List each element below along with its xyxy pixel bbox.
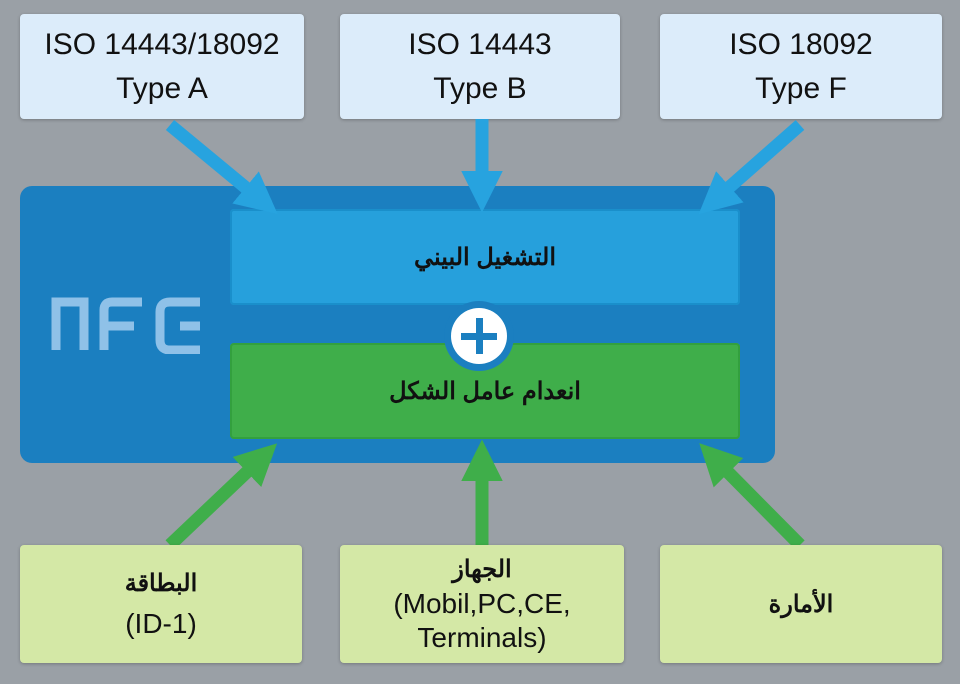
nfc-logo	[51, 297, 200, 354]
card-format: (ID-1)	[125, 607, 197, 639]
standard-type-b-line1: ISO 14443	[408, 27, 552, 61]
standard-type-a-line1: ISO 14443/18092	[44, 27, 280, 61]
arrow-card	[165, 443, 278, 550]
standard-box-type-b: ISO 14443 Type B	[340, 14, 620, 119]
token-label: الأمارة	[768, 590, 834, 618]
form-factor-label: انعدام عامل الشكل	[389, 377, 581, 405]
standard-type-f-line1: ISO 18092	[729, 27, 873, 61]
form-factor-card-box: البطاقة (ID-1)	[20, 545, 302, 663]
arrow-type-f	[698, 120, 805, 215]
arrow-token	[699, 443, 805, 550]
interoperability-label: التشغيل البيني	[414, 243, 557, 271]
form-factor-token-box: الأمارة	[660, 545, 942, 663]
card-label: البطاقة	[124, 569, 198, 597]
standard-type-a-line2: Type A	[116, 71, 208, 105]
device-examples-line2: Terminals)	[417, 622, 547, 653]
device-examples-line1: (Mobil,PC,CE,	[393, 588, 571, 619]
device-label: الجهاز	[452, 556, 512, 583]
plus-icon	[444, 301, 514, 371]
plus-icon-inner	[451, 308, 507, 364]
interoperability-bar: التشغيل البيني	[230, 209, 740, 305]
standard-box-type-f: ISO 18092 Type F	[660, 14, 942, 119]
standard-box-type-a: ISO 14443/18092 Type A	[20, 14, 304, 119]
standard-type-b-line2: Type B	[433, 71, 527, 105]
standard-type-f-line2: Type F	[755, 71, 847, 105]
arrow-type-a	[165, 119, 278, 214]
form-factor-device-box: الجهاز (Mobil,PC,CE, Terminals)	[340, 545, 624, 663]
